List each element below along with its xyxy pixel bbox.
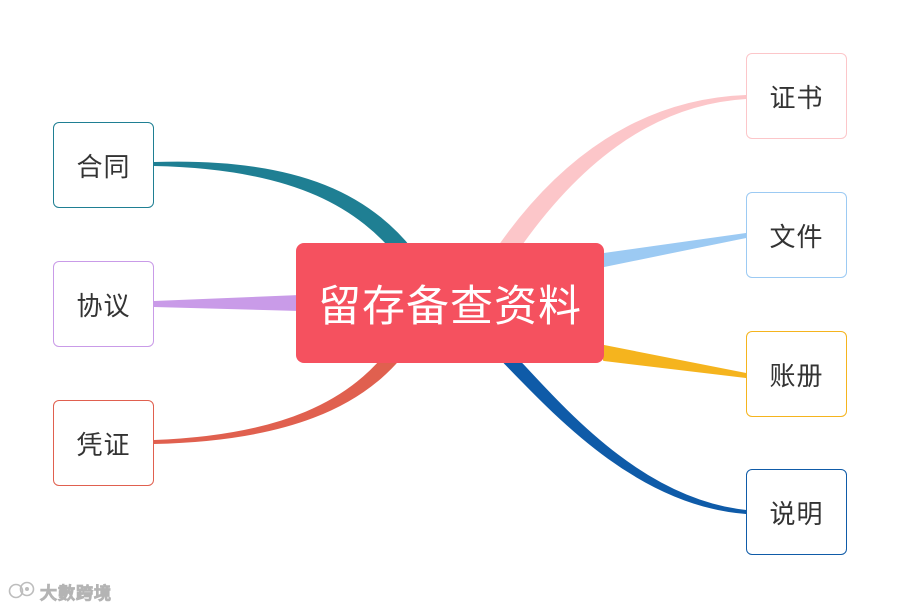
branch-node-voucher[interactable]: 凭证 (53, 400, 154, 486)
branch-link-agreement (153, 295, 301, 311)
branch-link-voucher (153, 351, 401, 444)
branch-label-contract: 合同 (76, 152, 131, 183)
central-topic-label: 留存备查资料 (318, 282, 582, 332)
watermark: 大數跨境 (8, 578, 112, 604)
branch-node-cert[interactable]: 证书 (746, 53, 847, 139)
branch-label-file: 文件 (769, 222, 824, 253)
branch-node-agreement[interactable]: 协议 (53, 261, 154, 347)
branch-node-contract[interactable]: 合同 (53, 122, 154, 208)
branch-label-agreement: 协议 (76, 291, 131, 322)
branch-label-desc: 说明 (769, 499, 824, 530)
branch-label-voucher: 凭证 (76, 430, 131, 461)
branch-link-cert (499, 95, 747, 253)
chat-bubbles-icon (8, 580, 36, 602)
branch-link-desc (503, 361, 747, 514)
branch-label-ledger: 账册 (769, 361, 824, 392)
central-topic[interactable]: 留存备查资料 (296, 243, 604, 363)
watermark-text: 大數跨境 (40, 583, 112, 604)
branch-link-file (603, 233, 747, 267)
branch-node-ledger[interactable]: 账册 (746, 331, 847, 417)
branch-link-ledger (603, 345, 747, 378)
branch-node-desc[interactable]: 说明 (746, 469, 847, 555)
branch-label-cert: 证书 (769, 83, 824, 114)
branch-node-file[interactable]: 文件 (746, 192, 847, 278)
